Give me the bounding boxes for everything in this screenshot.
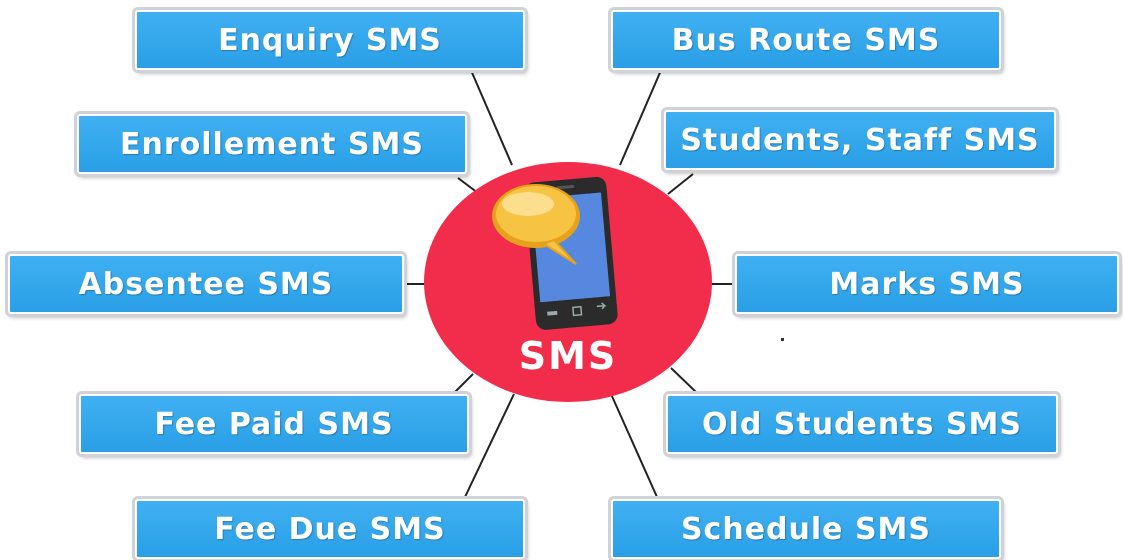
marks-sms-box: Marks SMS <box>732 251 1122 317</box>
absentee-sms-box: Absentee SMS <box>5 251 407 317</box>
connector-fee-due <box>464 393 515 498</box>
enquiry-sms-box: Enquiry SMS <box>132 7 528 73</box>
hub-label: SMS <box>518 334 618 378</box>
schedule-sms-box: Schedule SMS <box>608 496 1004 560</box>
connector-schedule <box>610 393 658 498</box>
enrollement-sms-box: Enrollement SMS <box>74 111 470 177</box>
connector-students-staff <box>667 173 694 195</box>
connector-enquiry <box>469 67 513 166</box>
fee-due-sms-box: Fee Due SMS <box>132 496 528 560</box>
connector-fee-paid <box>454 373 474 393</box>
connector-old-students <box>670 367 697 393</box>
old-students-sms-box: Old Students SMS <box>663 391 1061 457</box>
fee-paid-sms-box: Fee Paid SMS <box>76 391 472 457</box>
students-staff-sms-box: Students, Staff SMS <box>661 107 1059 173</box>
connector-bus-route <box>619 67 663 166</box>
bus-route-sms-box: Bus Route SMS <box>608 7 1004 73</box>
stray-dot <box>781 338 784 341</box>
smartphone-chat-bubble-icon <box>492 176 618 330</box>
